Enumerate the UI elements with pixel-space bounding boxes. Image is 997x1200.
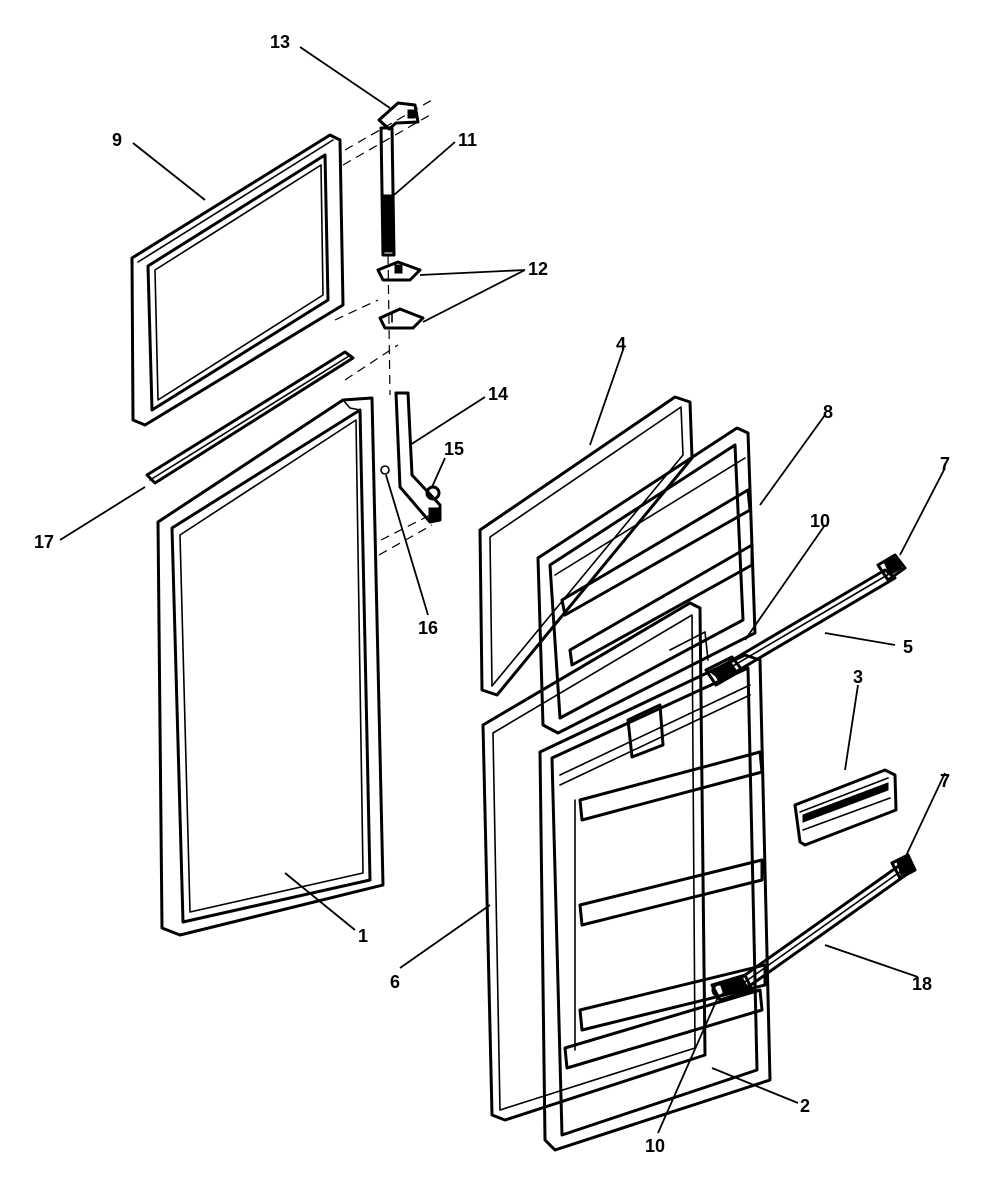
callout-3: 3	[853, 667, 863, 687]
callout-labels: 13 9 11 12 4 14 8 15 7 17 10 16 5 3 7 1 …	[34, 32, 950, 1156]
callout-11: 11	[458, 130, 477, 150]
callout-2: 2	[800, 1096, 810, 1116]
callout-10-upper: 10	[810, 511, 830, 531]
part-11-hinge-pin-bar	[379, 126, 396, 257]
callout-5: 5	[903, 637, 913, 657]
part-7-lower-end-cap	[890, 853, 917, 880]
part-1-fresh-food-gasket	[156, 396, 385, 937]
part-17-divider-strip	[145, 350, 355, 485]
part-10-upper-end-cap	[704, 655, 744, 687]
callout-14: 14	[488, 384, 508, 404]
part-5-upper-rack-bar	[710, 568, 897, 682]
callout-1: 1	[358, 926, 368, 946]
part-6-fresh-food-door-gasket	[481, 601, 707, 1122]
part-12-hinge-shims	[376, 260, 425, 330]
callout-18: 18	[912, 974, 932, 994]
callout-17: 17	[34, 532, 54, 552]
callout-6: 6	[390, 972, 400, 992]
callout-15: 15	[444, 439, 464, 459]
part-16-screw	[380, 465, 390, 475]
part-15-hinge-bushing	[425, 485, 441, 501]
part-7-upper-end-cap	[876, 553, 907, 582]
part-8-freezer-door-liner	[536, 426, 757, 735]
callout-10-lower: 10	[645, 1136, 665, 1156]
leader-lines	[59, 46, 946, 1134]
part-10-lower-end-cap	[710, 973, 754, 1002]
callout-16: 16	[418, 618, 438, 638]
callout-12: 12	[528, 259, 548, 279]
callout-8: 8	[823, 402, 833, 422]
part-4-freezer-door-gasket	[478, 395, 694, 697]
part-14-center-hinge	[394, 391, 442, 524]
callout-13: 13	[270, 32, 290, 52]
callout-7-lower: 7	[940, 771, 950, 791]
callout-7-upper: 7	[940, 454, 950, 474]
part-3-dairy-door	[793, 768, 898, 847]
part-18-lower-rack-bar	[736, 863, 912, 989]
part-9-freezer-gasket	[130, 133, 345, 427]
callout-4: 4	[616, 334, 626, 354]
callout-9: 9	[112, 130, 122, 150]
part-2-fresh-food-door-liner	[538, 631, 772, 1152]
